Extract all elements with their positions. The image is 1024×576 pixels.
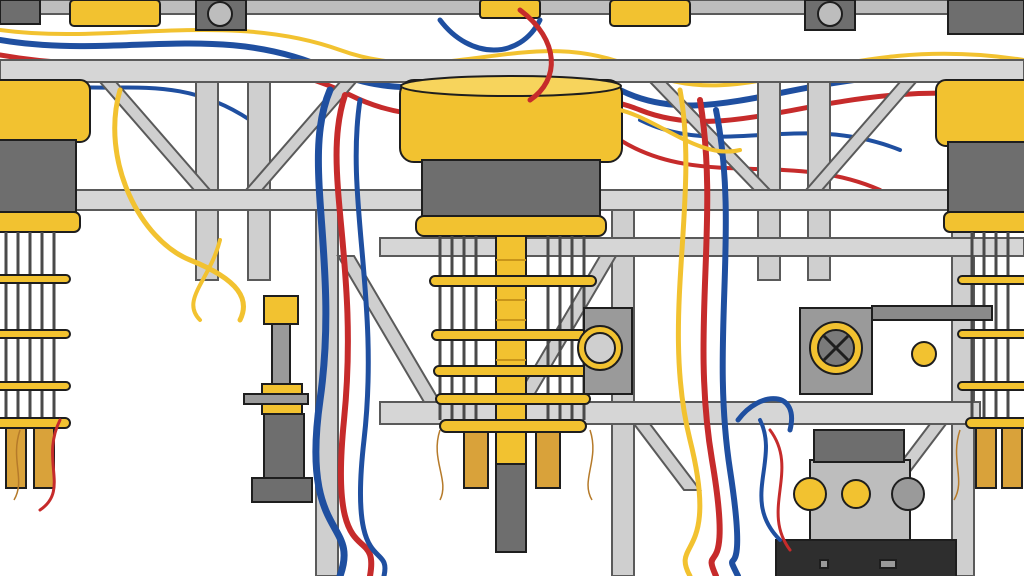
top-gray-block [947,0,1024,35]
center-cryostat [399,75,623,553]
brace [243,81,359,191]
center-ring [439,419,587,433]
mid-beam-lower [379,237,1024,257]
lower-beam [379,401,981,425]
indicator-led [819,559,829,569]
mid-equipment [577,305,993,576]
top-fittings [0,0,1024,35]
top-gray-block [0,0,41,25]
center-flange-top [400,75,622,97]
left-cryostat-flange [0,79,91,143]
left-cryostat-plate [0,211,81,233]
center-wire-cage [438,236,586,420]
left-ring [0,381,71,391]
valve-foot [251,477,313,503]
left-cryostat-can [0,139,77,213]
top-gauge [817,1,843,27]
top-gauge [207,1,233,27]
top-yellow-block [69,0,161,27]
right-ring [957,329,1024,339]
pump-valve [841,479,871,509]
center-tail [495,463,527,553]
center-cryostat-can [421,159,601,223]
center-ring [435,393,591,405]
right-ring [957,275,1024,285]
top-yellow-block [479,0,541,19]
right-cryostat-flange [935,79,1024,147]
pump-top [813,429,905,463]
brace [97,81,213,191]
right-coil [975,427,997,489]
brace [803,81,919,191]
gauge-face [584,332,616,364]
front-cable-bundle [38,7,795,576]
right-coil [1001,427,1023,489]
left-valve-cluster [243,295,313,503]
valve-bottom [263,413,305,481]
top-yellow-block [609,0,691,27]
center-coil [535,431,561,489]
center-ring [429,275,597,287]
valve-arm [243,393,309,405]
center-ring [431,329,595,341]
left-cryostat [0,79,91,489]
small-valve [911,341,937,367]
center-ring [433,365,593,377]
valve-body [263,295,299,325]
left-ring [0,417,71,429]
right-cryostat-plate [943,211,1024,233]
left-coil [33,427,55,489]
left-coil [5,427,27,489]
right-ring [957,381,1024,391]
beams [0,0,1024,425]
right-cryostat-can [947,141,1024,215]
left-ring [0,274,71,284]
pipe [871,305,993,321]
diagonal-braces [97,81,949,491]
fine-wires [13,429,961,501]
center-cryostat-plate [415,215,607,237]
frame-post [195,59,219,281]
pump-valve [793,477,827,511]
right-cryostat [935,79,1024,489]
control-box [775,539,957,576]
right-ring [965,417,1024,429]
left-ring [0,329,71,339]
pump-valve [891,477,925,511]
valve-stem [271,323,291,385]
indicator-led [879,559,897,569]
center-coil [463,431,489,489]
brace [647,81,773,191]
